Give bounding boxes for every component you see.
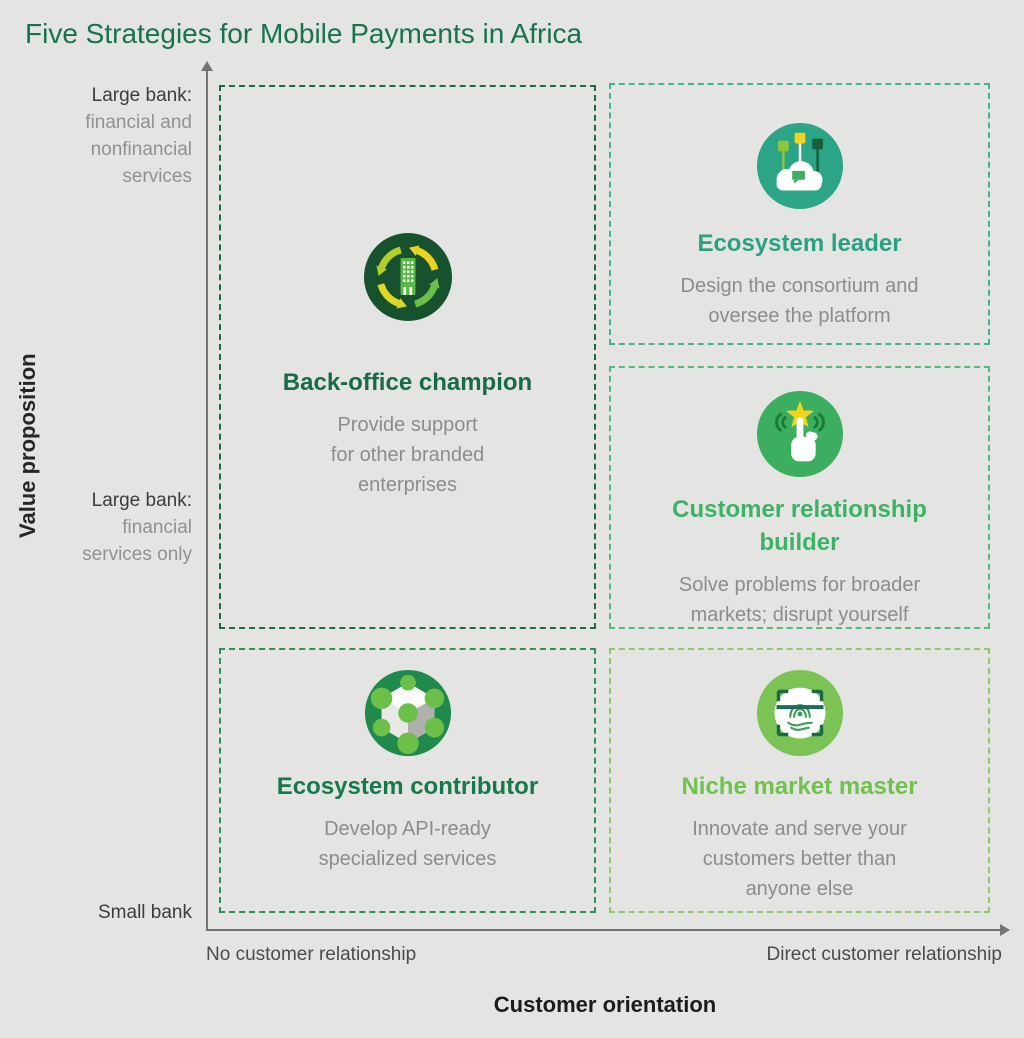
x-tick-no-customer-relationship: No customer relationship xyxy=(206,944,417,965)
strategy-box-customer-relationship-builder: Customer relationship builder Solve prob… xyxy=(609,366,990,629)
hexagon-network-icon xyxy=(363,668,453,763)
hand-tap-star-icon xyxy=(755,389,845,484)
x-tick-direct-customer-relationship: Direct customer relationship xyxy=(766,944,1002,965)
y-tick-small-bank: Small bank xyxy=(98,902,192,923)
y-axis-line xyxy=(206,70,208,930)
strategy-title: Back-office champion xyxy=(282,369,533,396)
x-axis-arrow-icon xyxy=(1000,924,1010,936)
fingerprint-scan-icon xyxy=(755,668,845,763)
y-axis-arrow-icon xyxy=(201,61,213,71)
cloud-network-icon xyxy=(755,121,845,216)
strategy-title: Ecosystem contributor xyxy=(276,773,539,800)
strategy-title: Customer relationship builder xyxy=(672,496,927,556)
strategy-box-ecosystem-leader: Ecosystem leader Design the consortium a… xyxy=(609,83,990,345)
page-title: Five Strategies for Mobile Payments in A… xyxy=(25,18,583,49)
x-axis-title: Customer orientation xyxy=(493,992,717,1017)
x-axis-line xyxy=(206,929,1004,931)
strategy-title: Niche market master xyxy=(681,773,918,800)
strategy-title: Ecosystem leader xyxy=(697,230,902,257)
y-tick-emphasis: Large bank: xyxy=(91,490,192,511)
strategy-box-niche-market-master: Niche market master Innovate and serve y… xyxy=(609,648,990,913)
y-tick-emphasis: Large bank: xyxy=(91,85,192,106)
cycle-arrows-building-icon xyxy=(362,231,454,328)
